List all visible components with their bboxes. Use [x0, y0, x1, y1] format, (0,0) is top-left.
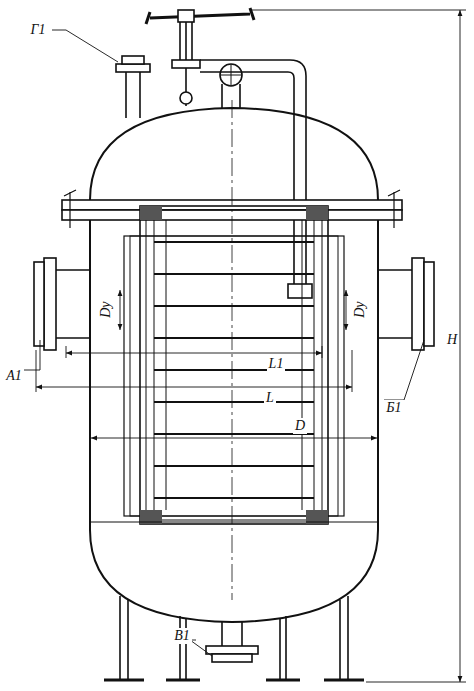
- dimension-label: Dу: [98, 300, 113, 320]
- filter-rung: [154, 433, 314, 435]
- callout-label: Б1: [384, 400, 403, 415]
- filter-rung: [154, 401, 314, 403]
- callout-label: Г1: [29, 22, 48, 37]
- dimension-label: D: [293, 418, 307, 433]
- filter-rung: [154, 369, 314, 371]
- filter-rung: [154, 465, 314, 467]
- dimension-label: Dу: [352, 300, 367, 320]
- filter-rung: [154, 497, 314, 499]
- filter-rung: [154, 305, 314, 307]
- dimension-label: L: [264, 390, 276, 405]
- callout-label: В1: [172, 628, 192, 643]
- dimension-label: L1: [267, 356, 286, 371]
- filter-rung: [154, 241, 314, 243]
- dimension-label: H: [445, 332, 459, 347]
- filter-rung: [154, 337, 314, 339]
- callout-label: А1: [4, 368, 24, 383]
- filter-rung: [154, 273, 314, 275]
